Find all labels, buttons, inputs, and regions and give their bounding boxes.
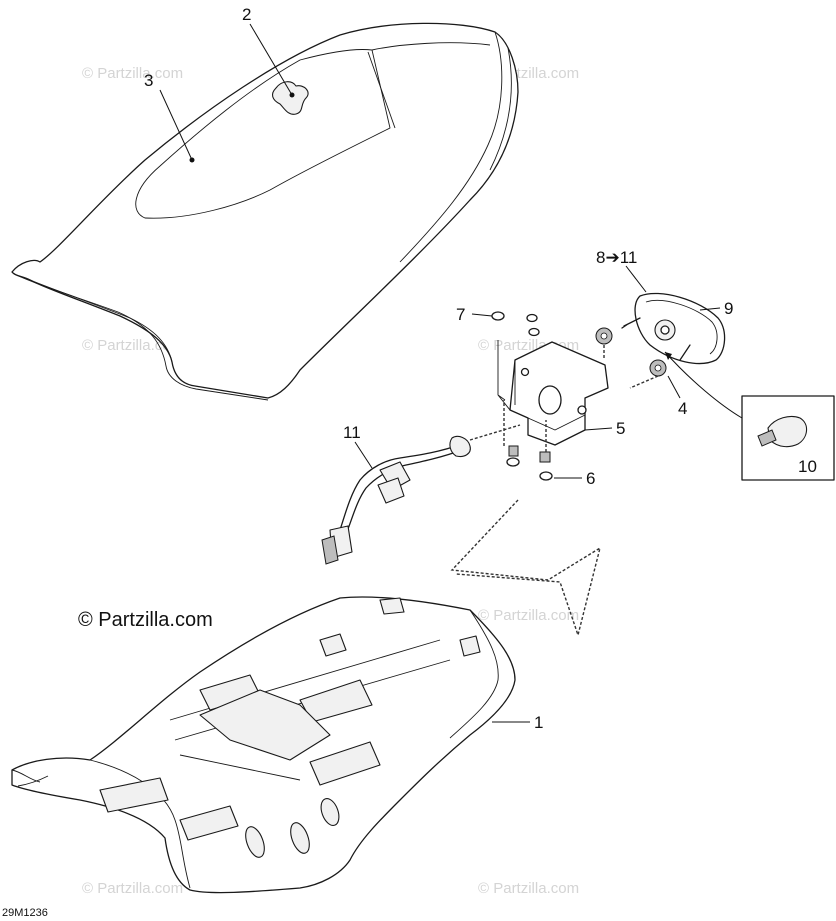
watermark: © Partzilla.com [82, 880, 183, 897]
watermark: © Partzilla.com [478, 607, 579, 624]
leader-2 [249, 23, 293, 96]
washer [539, 471, 553, 481]
alignment-line [603, 345, 659, 389]
tail-light-housing [634, 292, 726, 365]
base-pocket [99, 777, 169, 813]
grommet-hole [654, 364, 662, 372]
callout-8-11: 8➔11 [596, 248, 637, 267]
base-boss [290, 822, 310, 854]
callout-11: 11 [343, 423, 361, 442]
seat-side-seam [399, 31, 503, 263]
wiring-harness [321, 435, 471, 565]
callout-9: 9 [724, 299, 733, 318]
seat-back-seam [489, 47, 512, 171]
watermark: © Partzilla.com [478, 880, 579, 897]
bracket-fold-lines [514, 360, 586, 431]
washer [491, 311, 505, 321]
base-rim-line [449, 609, 499, 739]
base-boss [245, 826, 265, 858]
base-cutout [199, 689, 331, 761]
callout-6: 6 [586, 469, 595, 488]
base-front-lip [11, 769, 49, 787]
housing-stud [621, 317, 641, 329]
drawing-reference: 29M1236 [2, 907, 48, 919]
base-boss [320, 798, 340, 826]
nut [508, 445, 519, 457]
leader-8 [625, 265, 647, 293]
callout-2: 2 [242, 5, 251, 24]
callouts: 2 3 8➔11 9 7 4 5 11 6 10 1 [144, 5, 817, 732]
seat-base [11, 596, 516, 894]
bulb-glass [767, 415, 808, 448]
grommet-hole [600, 332, 608, 340]
seat-panel-divider [367, 51, 396, 129]
bracket-screw-hole [520, 367, 530, 377]
seat-assembly [11, 22, 519, 401]
washer [528, 327, 540, 337]
base-edge-line [89, 759, 191, 889]
washer [526, 313, 538, 323]
inset-leader [664, 351, 743, 419]
bracket-screw-hole [577, 405, 587, 415]
harness-grommet [449, 435, 471, 458]
nut [539, 451, 551, 463]
callout-10: 10 [798, 457, 817, 476]
washer [506, 457, 520, 467]
base-pocket [179, 805, 239, 841]
base-tab [379, 597, 405, 615]
leader-7 [471, 313, 493, 317]
seat-emblem [271, 81, 309, 115]
bracket-mount-line [497, 340, 511, 411]
harness-plug-tip [321, 535, 339, 565]
seat-upper-seam [371, 42, 491, 51]
leader-11 [354, 441, 373, 469]
alignment-line [503, 400, 547, 452]
watermark: © Partzilla.com [82, 65, 183, 82]
alignment-line [469, 424, 521, 441]
housing-lens-edge [645, 300, 718, 355]
harness-wire [339, 443, 463, 531]
callout-1: 1 [534, 713, 543, 732]
leader-9 [699, 307, 721, 311]
leader-3 [159, 89, 193, 161]
inset-arrowhead [665, 352, 672, 360]
callout-7: 7 [456, 305, 465, 324]
break-indicator [450, 499, 602, 638]
harness-connector [377, 477, 405, 504]
housing-stud [679, 344, 691, 361]
bulb-inset [664, 351, 835, 481]
seat-lower-edge [13, 273, 269, 401]
base-pocket [309, 741, 381, 786]
leader-lines [159, 23, 721, 723]
bracket-hole [538, 385, 562, 415]
harness-wire [345, 449, 463, 535]
callout-5: 5 [616, 419, 625, 438]
callout-3: 3 [144, 71, 153, 90]
socket-center [660, 325, 670, 335]
callout-4: 4 [678, 399, 687, 418]
seat-panel-inner [135, 49, 391, 219]
watermark: © Partzilla.com [82, 337, 183, 354]
tail-light-assembly [469, 292, 726, 481]
base-tab [459, 635, 481, 657]
bulb-base [757, 429, 777, 447]
leader-5 [584, 427, 613, 431]
leader-4 [667, 375, 681, 399]
base-tab [319, 633, 347, 657]
copyright-label: © Partzilla.com [78, 609, 213, 631]
